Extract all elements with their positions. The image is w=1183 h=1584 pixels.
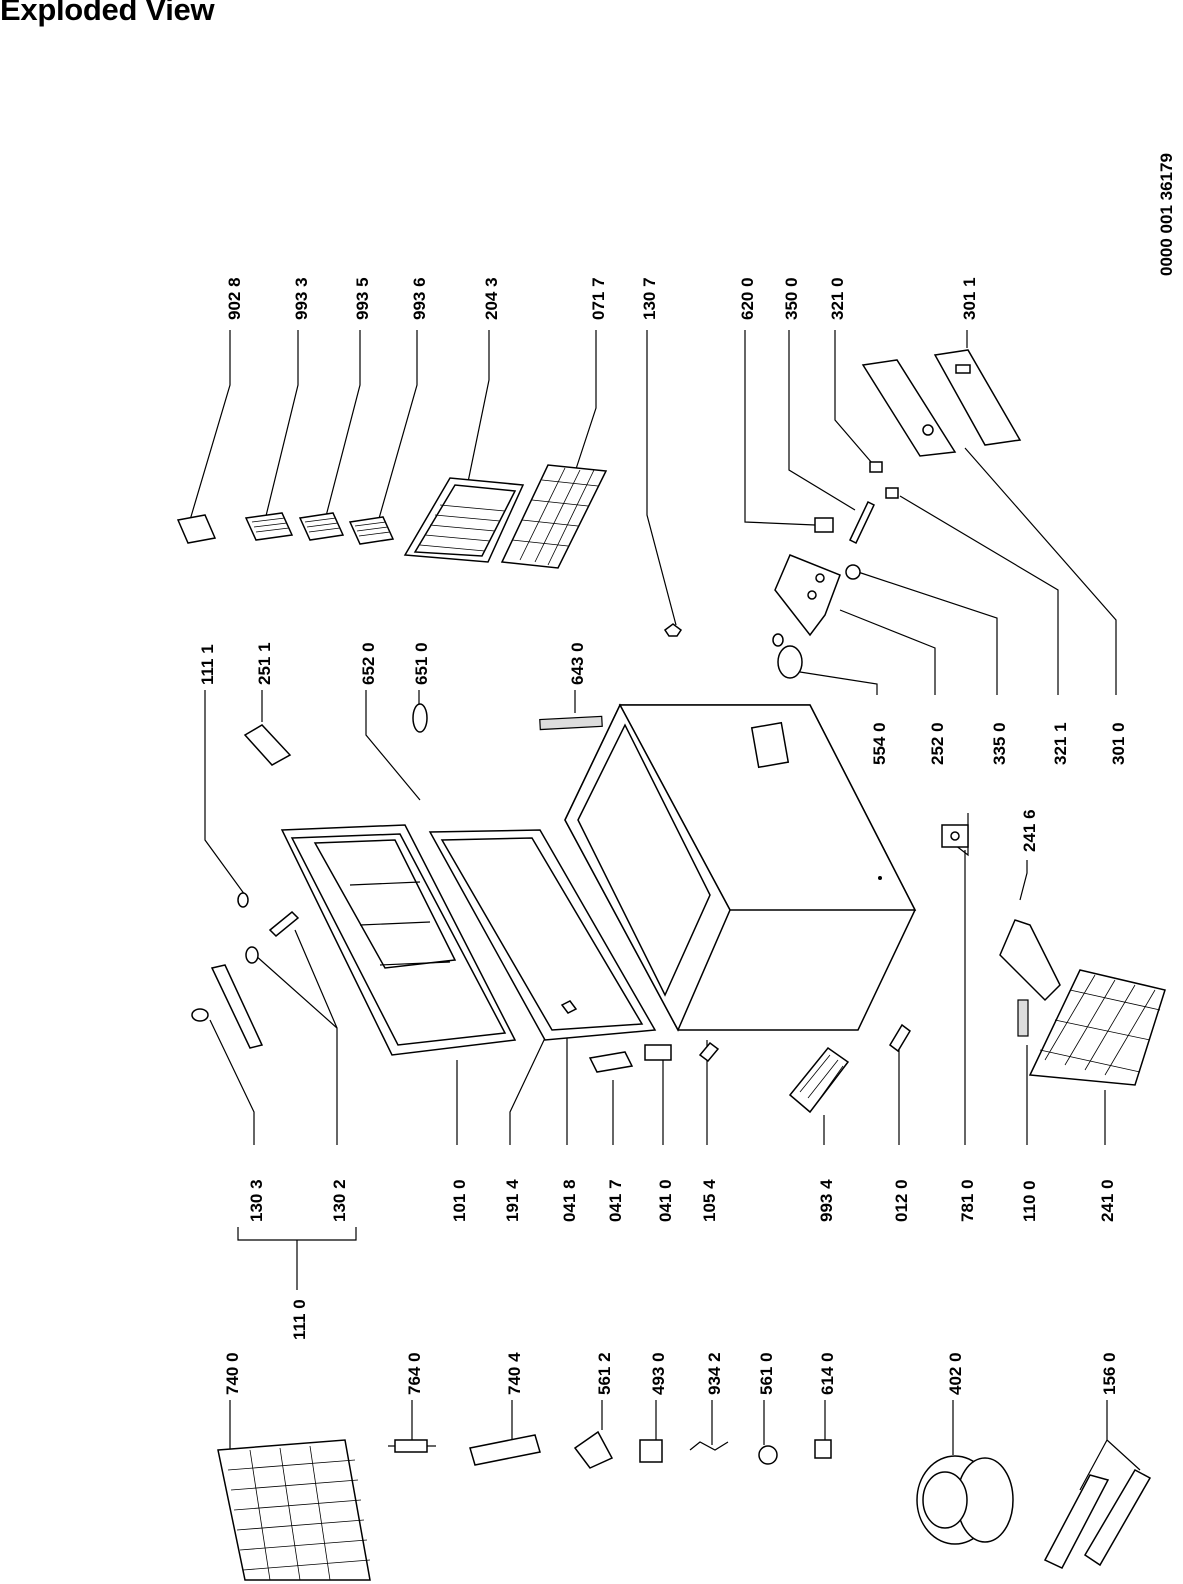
label-561-0: 561 0 [757, 1352, 776, 1395]
label-321-1: 321 1 [1051, 722, 1070, 765]
label-301-1: 301 1 [960, 277, 979, 320]
label-041-0: 041 0 [656, 1179, 675, 1222]
label-781-0: 781 0 [958, 1179, 977, 1222]
drawing-number: 0000 001 36179 [1157, 153, 1176, 276]
label-252-0: 252 0 [928, 722, 947, 765]
label-993-4: 993 4 [817, 1179, 836, 1222]
part-993-3 [244, 512, 294, 541]
part-561-0 [758, 1445, 778, 1465]
part-620-0 [814, 517, 834, 533]
label-071-7: 071 7 [589, 277, 608, 320]
label-934-2: 934 2 [705, 1352, 724, 1395]
label-251-1: 251 1 [255, 642, 274, 685]
label-204-3: 204 3 [482, 277, 501, 320]
part-554-0 [772, 633, 803, 679]
label-561-2: 561 2 [595, 1352, 614, 1395]
label-993-3: 993 3 [292, 277, 311, 320]
label-191-4: 191 4 [503, 1179, 522, 1222]
part-301-0 [861, 359, 957, 457]
part-493-0 [639, 1439, 663, 1463]
label-335-0: 335 0 [990, 722, 1009, 765]
label-041-8: 041 8 [560, 1179, 579, 1222]
part-350-0 [849, 500, 875, 545]
label-554-0: 554 0 [870, 722, 889, 765]
part-301-1 [933, 349, 1022, 446]
label-241-6: 241 6 [1020, 809, 1039, 852]
part-110-0 [1017, 999, 1029, 1037]
part-614-0 [814, 1439, 832, 1459]
part-105-4 [698, 1041, 720, 1063]
part-902-8 [176, 514, 217, 544]
part-740-4 [469, 1434, 541, 1466]
part-321-0 [869, 461, 883, 473]
label-241-0: 241 0 [1098, 1179, 1117, 1222]
part-561-2 [573, 1430, 614, 1469]
part-934-2 [689, 1441, 729, 1451]
part-740-0 [217, 1439, 371, 1581]
part-101-0 [280, 824, 517, 1056]
part-041-0 [644, 1044, 672, 1061]
label-493-0: 493 0 [649, 1352, 668, 1395]
part-204-3 [403, 477, 525, 563]
part-241-0 [1028, 969, 1166, 1086]
label-350-0: 350 0 [782, 277, 801, 320]
label-651-0: 651 0 [412, 642, 431, 685]
label-301-0: 301 0 [1109, 722, 1128, 765]
bottom-labels: 130 3 130 2 101 0 191 4 041 8 041 7 041 … [247, 1179, 1117, 1340]
part-993-4 [788, 1046, 850, 1114]
label-130-3: 130 3 [247, 1179, 266, 1222]
leader-lines [189, 330, 1141, 1491]
label-652-0: 652 0 [359, 642, 378, 685]
middle-labels: 111 1 251 1 652 0 651 0 643 0 554 0 252 … [198, 642, 1128, 852]
label-111-0: 111 0 [290, 1299, 309, 1340]
part-643-0 [539, 715, 603, 731]
label-321-0: 321 0 [828, 277, 847, 320]
label-740-0: 740 0 [223, 1352, 242, 1395]
part-191-4 [428, 829, 657, 1041]
top-labels: 902 8 993 3 993 5 993 6 204 3 071 7 130 … [225, 277, 979, 320]
part-252-0 [774, 554, 841, 637]
part-156-0 [1043, 1468, 1152, 1569]
part-cabinet-body [564, 703, 917, 1032]
label-130-7: 130 7 [640, 277, 659, 320]
label-643-0: 643 0 [568, 642, 587, 685]
part-764-0 [388, 1439, 436, 1453]
part-251-1 [243, 724, 292, 766]
part-041-7 [588, 1051, 634, 1073]
label-012-0: 012 0 [892, 1179, 911, 1222]
label-110-0: 110 0 [1020, 1180, 1039, 1222]
label-902-8: 902 8 [225, 277, 244, 320]
label-130-2: 130 2 [330, 1179, 349, 1222]
part-111-1 [237, 892, 249, 908]
part-130-7 [663, 623, 683, 637]
label-993-6: 993 6 [410, 277, 429, 320]
page-title: Exploded View [0, 0, 215, 27]
part-335-0 [845, 564, 861, 580]
label-740-4: 740 4 [505, 1352, 524, 1395]
label-041-7: 041 7 [606, 1179, 625, 1222]
part-041-8 [560, 1000, 578, 1014]
label-620-0: 620 0 [738, 277, 757, 320]
part-781-0 [941, 824, 969, 848]
label-764-0: 764 0 [405, 1352, 424, 1395]
label-993-5: 993 5 [353, 277, 372, 320]
part-012-0 [889, 1023, 911, 1053]
lower-labels: 740 0 764 0 740 4 561 2 493 0 934 2 561 … [223, 1352, 1119, 1395]
part-651-0 [412, 703, 428, 733]
part-071-7 [500, 464, 608, 569]
label-156-0: 156 0 [1100, 1352, 1119, 1395]
label-402-0: 402 0 [946, 1352, 965, 1395]
part-402-0 [916, 1455, 1014, 1545]
part-241-6 [999, 919, 1061, 1002]
label-105-4: 105 4 [700, 1179, 719, 1222]
part-993-6 [348, 516, 395, 545]
part-993-5 [298, 512, 345, 541]
label-111-1: 111 1 [198, 644, 217, 685]
part-130-3 [191, 964, 264, 1049]
part-130-2 [245, 910, 300, 964]
label-101-0: 101 0 [450, 1179, 469, 1222]
label-614-0: 614 0 [818, 1352, 837, 1395]
part-321-1 [885, 487, 899, 499]
